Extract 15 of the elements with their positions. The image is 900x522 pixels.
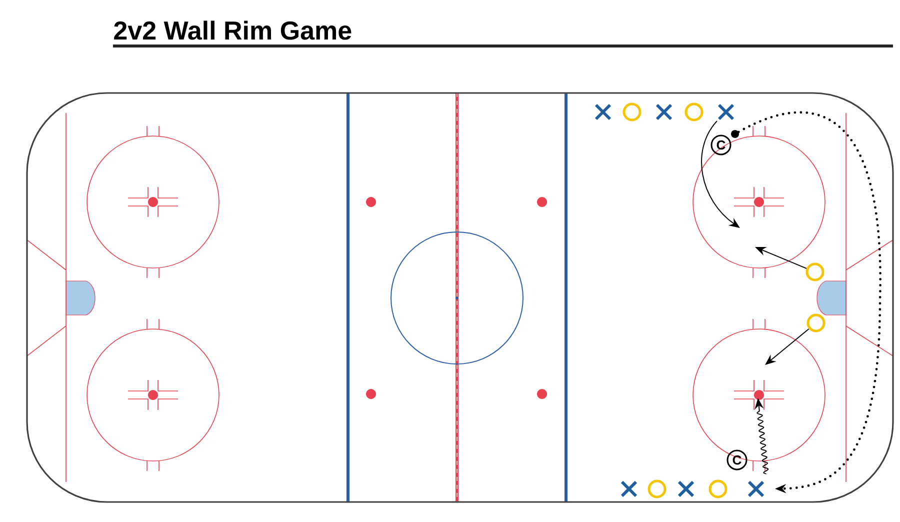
player-cross [620,480,638,498]
player-cross [748,480,764,498]
title: 2v2 Wall Rim Game [114,20,352,40]
player-circle [806,314,826,332]
puck [731,130,739,138]
player-circle [622,102,642,122]
player-cross [594,104,612,120]
pass-path [737,111,882,494]
player-cross [678,480,694,498]
player-circle [648,480,666,498]
player-cross [656,104,672,120]
player-cross [718,104,734,120]
player-circle [806,262,824,282]
player-circle [708,480,728,498]
player-circle [684,102,704,122]
